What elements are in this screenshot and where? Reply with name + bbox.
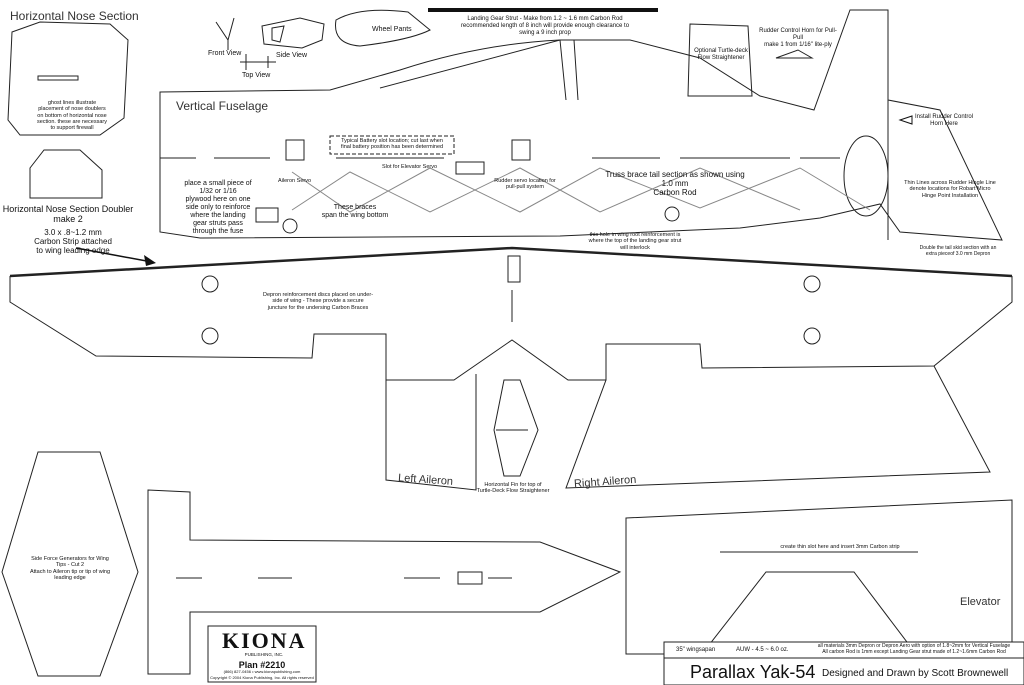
plywood-note: place a small piece of 1/32 or 1/16 plyw…: [184, 180, 252, 236]
elevator-outline: [625, 499, 1013, 655]
install-horn-label: Install Rudder Control Horn Here: [914, 114, 974, 127]
rudder-servo-slot: [511, 139, 531, 161]
kiona-phone: (866) 827-0456 • www.kionapublishing.com: [223, 669, 301, 674]
kiona-logo-sub: PUBLISHING, INC.: [244, 652, 284, 657]
model-title: Parallax Yak-54: [690, 662, 816, 682]
hinge-lines-note: Thin Lines across Rudder Hingle Line den…: [904, 180, 996, 199]
horizontal-fin-outline: [493, 379, 539, 477]
depron-disc-1: [201, 275, 219, 293]
wing-root-slot: [507, 255, 521, 283]
horizontal-fin-label: Horizontal Fin for top of Turtle-Deck Fl…: [476, 482, 550, 495]
depron-disc-3: [803, 275, 821, 293]
auw-text: AUW - 4.5 ~ 6.0 oz.: [736, 647, 789, 653]
aileron-servo-slot: [285, 139, 305, 161]
ghost-lines-note: ghost lines illustrate placement of nose…: [36, 100, 107, 132]
right-aileron-outline: [565, 365, 991, 489]
side-force-label: Side Force Generators for Wing Tips - Cu…: [29, 556, 111, 581]
install-horn-arrow: [898, 115, 913, 125]
horizontal-nose-section-outline: [7, 21, 129, 136]
battery-slot: [329, 135, 455, 155]
truss-brace-note: Truss brace tail section as shown using …: [605, 170, 745, 198]
nose-slot: [37, 75, 79, 81]
turtle-deck-label: Optional Turtle-deck Flow Straightener: [694, 48, 748, 61]
left-aileron-outline: [385, 374, 477, 491]
landing-gear-note: Landing Gear Strut - Make from 1.2 ~ 1.6…: [460, 16, 630, 36]
rudder-servo-label: Rudder servo location for pull-pull syst…: [494, 178, 556, 191]
front-view-outline: [215, 17, 235, 50]
kiona-logo: KIONA: [222, 628, 307, 653]
nose-doubler-label: Horizontal Nose Section Doubler make 2: [2, 204, 134, 225]
canopy-line: [379, 39, 579, 101]
rudder-horn-label: Rudder Control Horn for Pull-Pull make 1…: [759, 28, 837, 48]
wing-outline: [9, 276, 1013, 381]
wing-root-note: this hole in wing root reinforcement is …: [588, 232, 682, 251]
front-view-label: Front View: [208, 50, 242, 57]
top-view-label: Top View: [242, 72, 271, 79]
rudder-cutout: [843, 135, 889, 217]
elevator-label: Elevator: [960, 596, 1001, 608]
horizontal-nose-section-label: Horizontal Nose Section: [10, 9, 139, 23]
tail-skid-note: Double the tail skid section with an ext…: [919, 245, 997, 257]
horizontal-fuselage-outline: [147, 489, 622, 675]
horizontal-fuselage-box: [457, 571, 483, 585]
title-block: [663, 641, 1024, 685]
arrow-to-leading-edge: [75, 247, 153, 263]
wheel-pants-outline: [335, 9, 431, 47]
braces-note: These braces span the wing bottom: [321, 204, 389, 220]
aileron-servo-label: Aileron Servo: [278, 178, 312, 184]
depron-disc-4: [803, 327, 821, 345]
side-view-outline: [261, 17, 325, 49]
vertical-fuselage-label: Vertical Fuselage: [176, 99, 269, 113]
depron-disc-2: [201, 327, 219, 345]
depron-discs-note: Depron reinforcement discs placed on und…: [262, 292, 374, 311]
wingspan-text: 35" wingsapan: [676, 647, 716, 653]
plan-number: Plan #2210: [238, 660, 286, 670]
gear-hole-right: [664, 206, 680, 222]
elevator-servo-slot: [455, 161, 485, 175]
landing-gear-strut-bar: [428, 8, 658, 12]
elevator-slot-note: create thin slot here and insert 3mm Car…: [780, 544, 900, 550]
materials-text: all materials 3mm Depron or Depron Aero …: [817, 643, 1011, 655]
turtle-deck-outline: [687, 23, 753, 97]
wing-leading-edge: [9, 246, 1013, 278]
nose-doubler-outline: [29, 149, 103, 199]
battery-slot-note: Typical Battery slot location; cut last …: [340, 138, 444, 151]
truss-braces: [291, 167, 871, 213]
rudder-horn-outline: [775, 49, 814, 59]
carbon-strip-note: 3.0 x .8~1.2 mm Carbon Strip attached to…: [34, 228, 112, 256]
elevator-servo-label: Slot for Elevator Servo: [382, 164, 438, 170]
gear-hole-left: [282, 218, 298, 234]
side-view-label: Side View: [276, 52, 308, 59]
designer-credit: Designed and Drawn by Scott Brownewell: [822, 668, 1009, 679]
kiona-copyright: Copyright © 2004 Kiona Publishing, Inc. …: [210, 675, 314, 680]
logo-box: [207, 625, 317, 683]
side-force-generator-outline: [1, 451, 139, 677]
reinforcement-plate: [255, 207, 279, 223]
top-view-outline: [240, 54, 276, 70]
wheel-pants-label: Wheel Pants: [372, 26, 412, 33]
vertical-fuselage-outline: [159, 9, 1003, 241]
arrow-head: [144, 255, 156, 266]
